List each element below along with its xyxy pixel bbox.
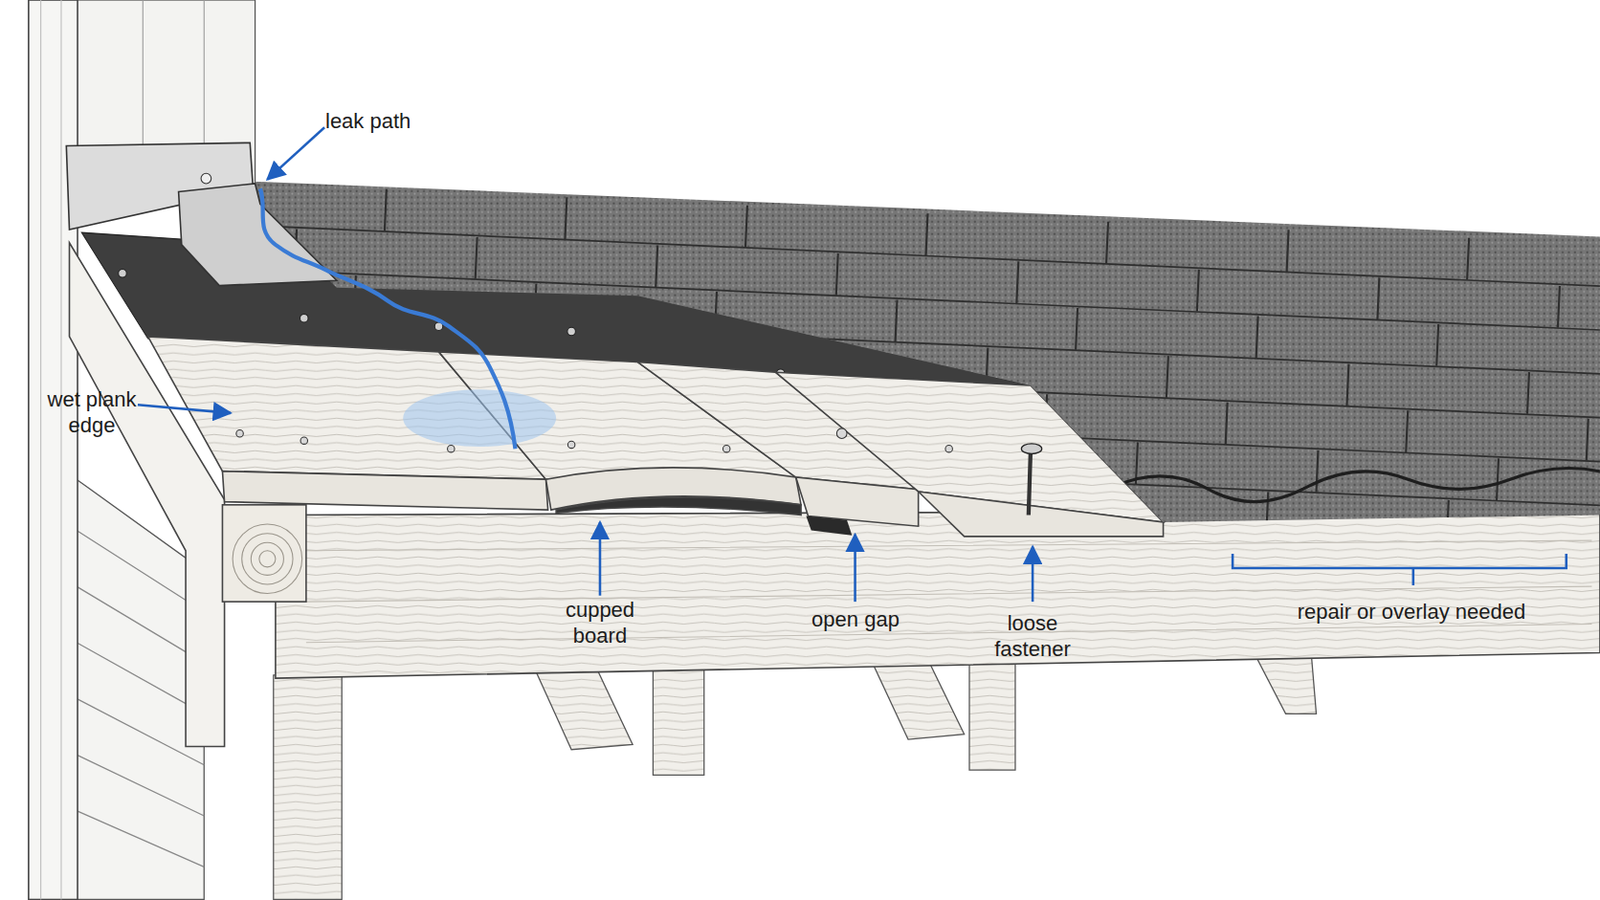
wet-patch [402,389,556,447]
shingle-tabs [203,201,1600,530]
bracket [1232,554,1567,586]
callout-label: cupped board [550,597,650,649]
joist [969,658,1016,771]
shingle-courses [203,223,1600,552]
leader-arrow [266,127,325,179]
post-grain [41,0,62,900]
leader-arrow [853,534,857,602]
joist [872,661,965,740]
loose-nail-head [1021,444,1042,455]
plank-edge [222,471,548,512]
callout-label: open gap [778,606,933,633]
wall-post [28,0,78,900]
beam [275,510,1600,679]
flashing-flange [178,183,337,287]
joists [273,652,1317,900]
leader-arrow [1031,547,1035,603]
shingle-surface [203,153,1600,562]
joist [1255,652,1317,714]
cup-shadow [555,497,801,516]
shingles [203,153,1600,562]
leader-arrows [137,127,1567,602]
loose-nail-shank [1028,450,1031,515]
end-grain-rings [232,524,303,595]
flashing-screw [200,173,212,184]
beam-grain [306,540,1593,644]
callout-label: repair or overlay needed [1248,599,1575,625]
joist [652,665,704,776]
leak-water [260,188,516,449]
callout-label: loose fastener [982,610,1083,663]
end-grain-block [222,505,306,602]
callout-label: leak path [325,108,460,134]
plank-edge [918,491,1164,537]
gap-shadow [805,516,852,536]
leader-arrow [599,522,602,597]
buckled-shingles [1111,467,1600,502]
illustration [28,0,1600,900]
callout-label: wet plank edge [39,386,145,439]
joist [273,673,342,900]
joist [535,668,633,750]
leader-arrow [137,404,231,414]
plank-fasteners [236,428,954,453]
